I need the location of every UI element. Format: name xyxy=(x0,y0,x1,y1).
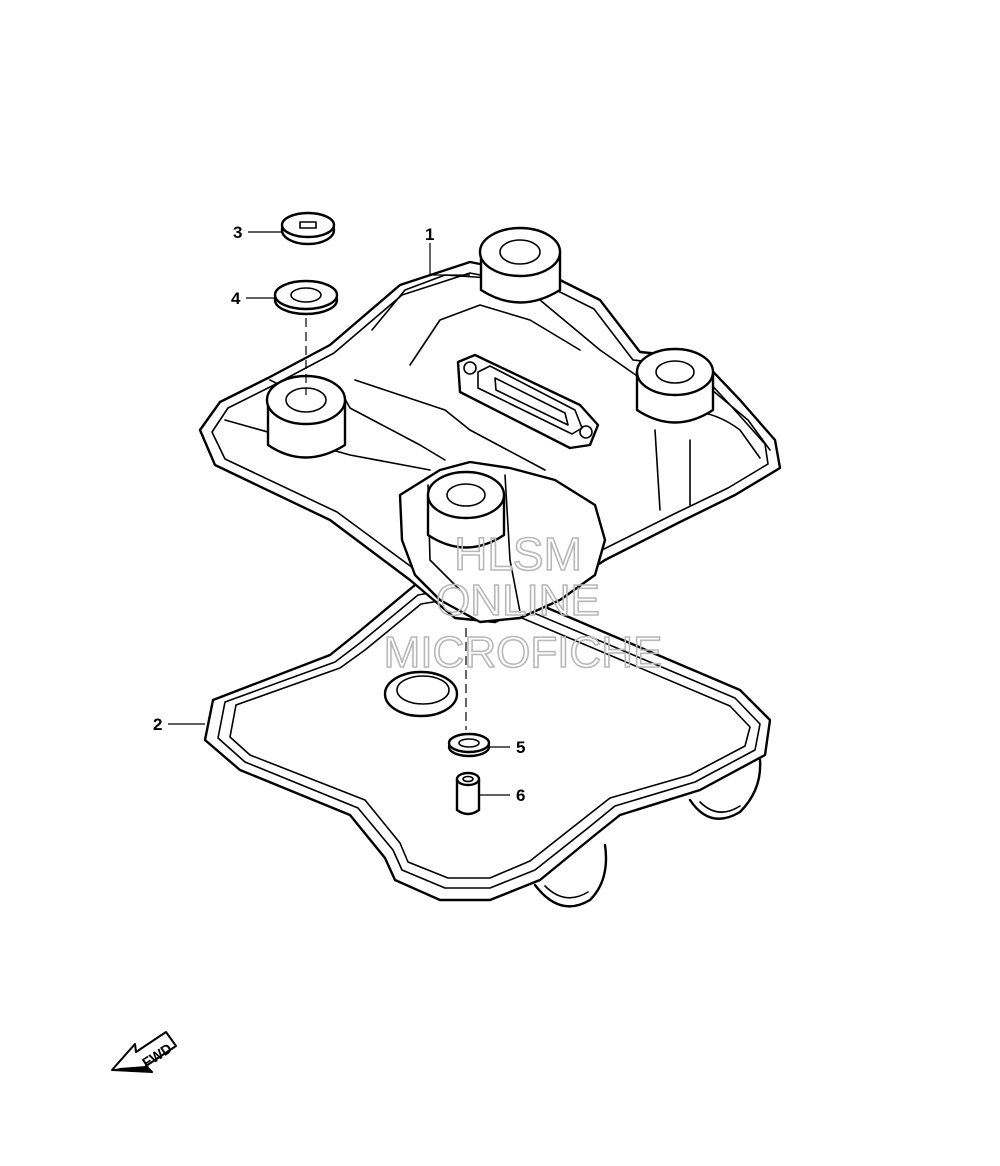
fwd-arrow-icon: FWD xyxy=(111,1031,177,1073)
callout-part-6: 6 xyxy=(516,786,525,805)
bolt-boss-front xyxy=(426,470,506,549)
watermark-line-2: ONLINE xyxy=(436,576,600,625)
watermark-line-1: HLSM xyxy=(454,528,582,580)
cover-bolt xyxy=(280,211,336,246)
bolt-boss-right xyxy=(635,347,715,424)
o-ring xyxy=(447,732,491,758)
dowel-pin xyxy=(455,771,481,816)
watermark-line-3: MICROFICHE xyxy=(384,628,663,677)
seal-washer xyxy=(273,279,339,316)
callout-part-4: 4 xyxy=(231,289,241,308)
cylinder-head-cover xyxy=(198,226,782,624)
callout-part-5: 5 xyxy=(516,738,525,757)
bolt-boss-left xyxy=(265,374,347,459)
bolt-boss-rear xyxy=(478,226,562,304)
callout-part-1: 1 xyxy=(425,225,434,244)
callout-part-2: 2 xyxy=(153,715,162,734)
watermark: HLSM ONLINE MICROFICHE xyxy=(383,527,663,678)
callout-part-3: 3 xyxy=(233,223,242,242)
